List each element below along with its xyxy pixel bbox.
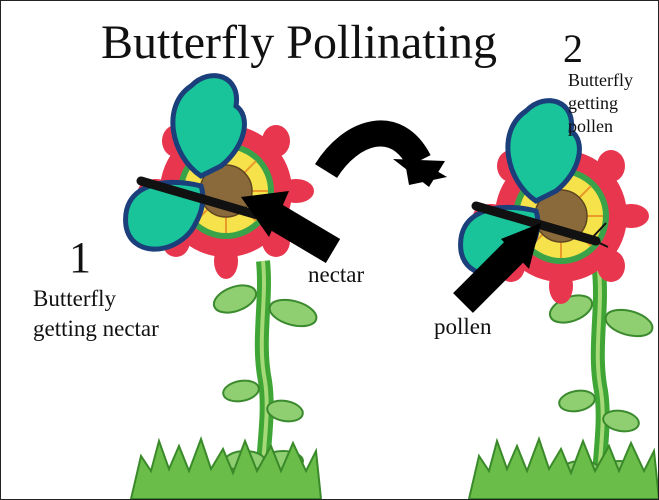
curved-arrow xyxy=(326,133,447,187)
pollen-label: pollen xyxy=(434,315,492,338)
nectar-label: nectar xyxy=(308,263,364,286)
right-flower xyxy=(461,101,658,499)
step-2-caption: Butterfly getting pollen xyxy=(568,69,633,138)
step-1-caption: Butterfly getting nectar xyxy=(33,284,159,344)
step-2-number: 2 xyxy=(563,29,583,69)
step-1-number: 1 xyxy=(69,236,91,280)
page-title: Butterfly Pollinating xyxy=(101,19,497,67)
